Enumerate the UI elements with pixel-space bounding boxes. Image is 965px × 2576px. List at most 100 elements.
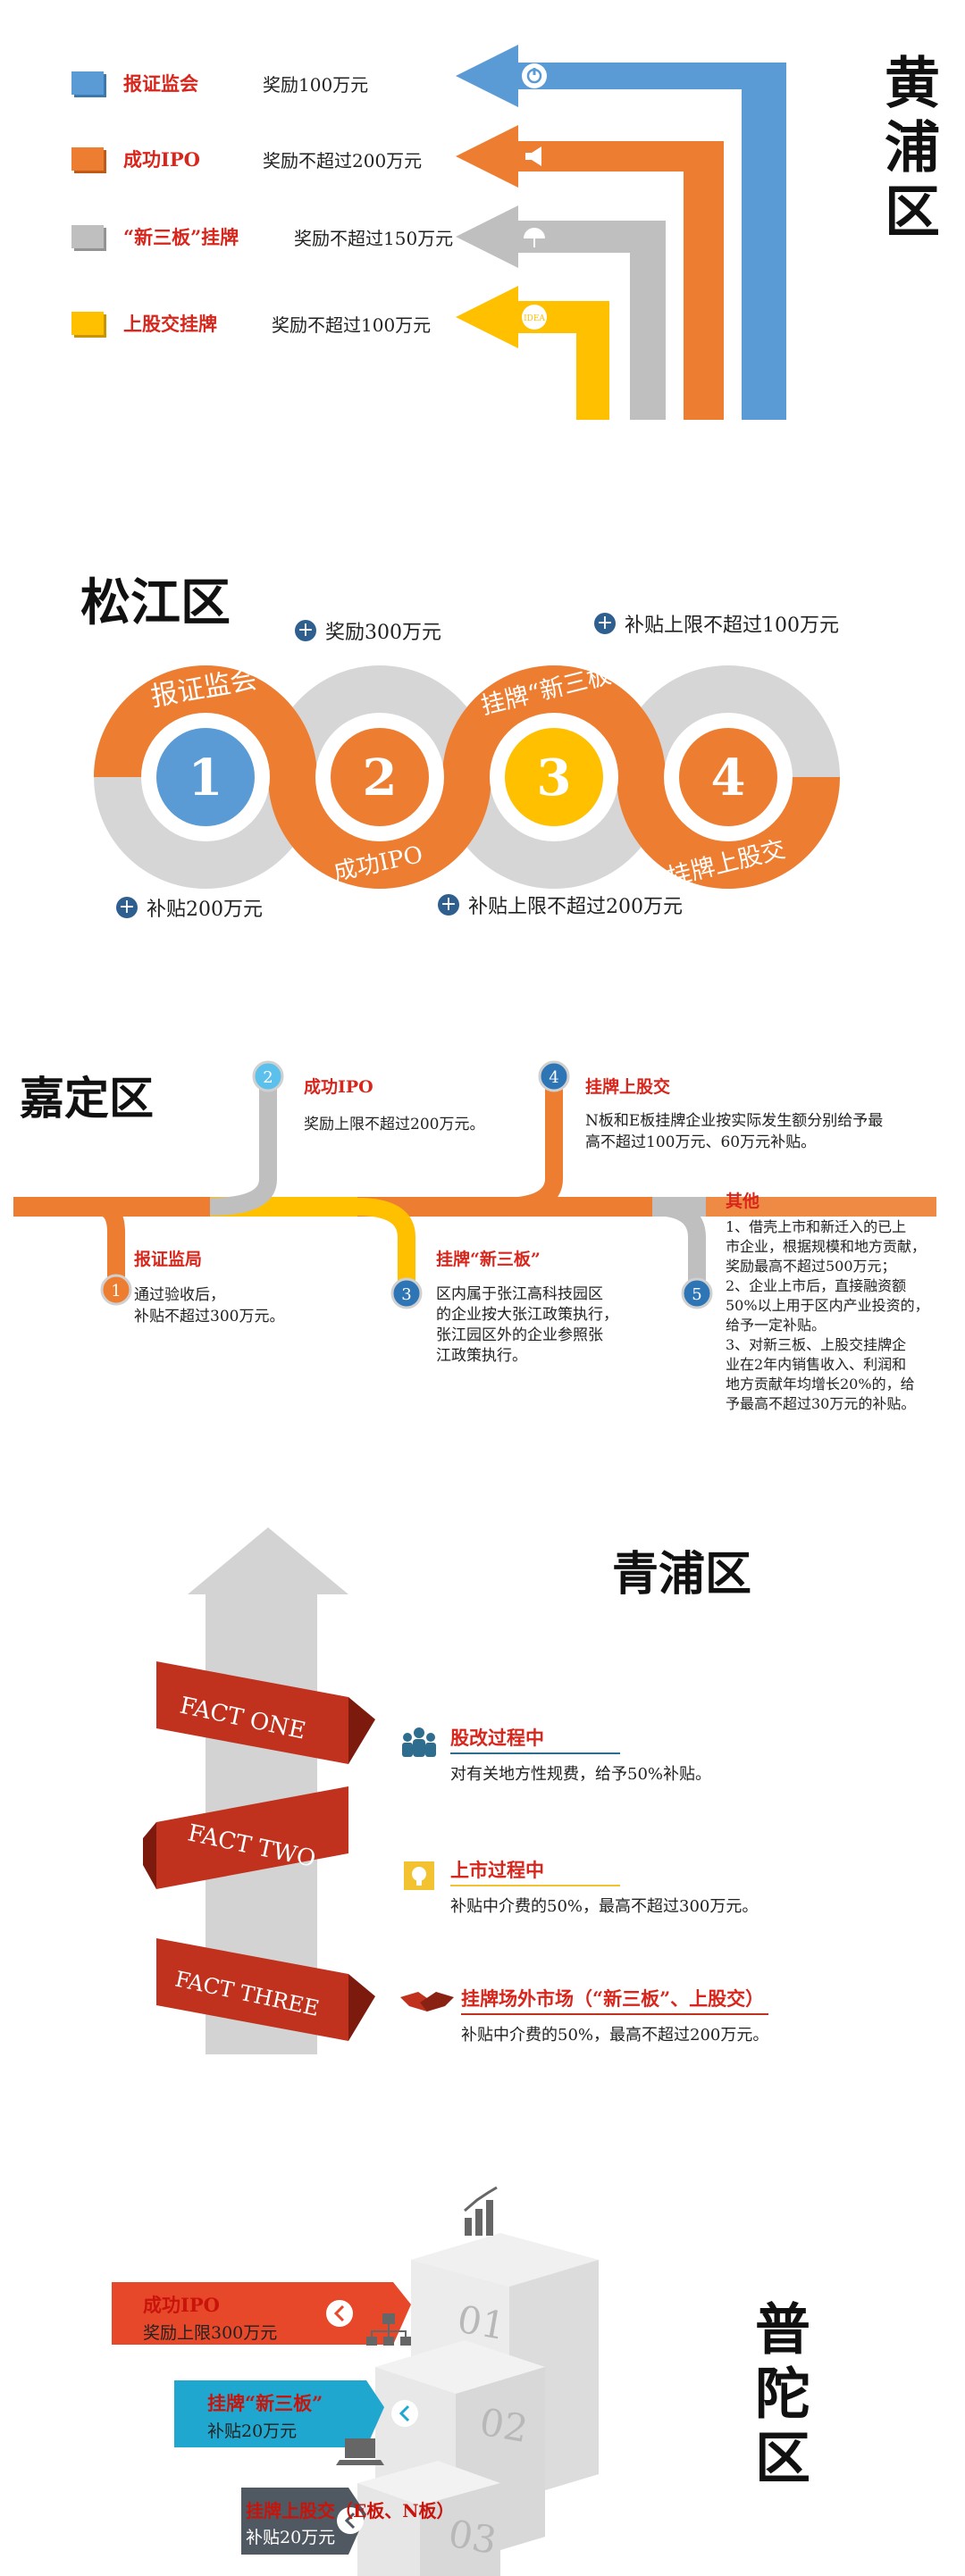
putuo-section: 01 02 03 成功IPO 奖励上限300万元 挂牌“新三板” 补贴20万元 … xyxy=(0,2179,965,2576)
jiading-item-5: 其他 1、借壳上市和新迁入的已上 市企业，根据规模和地方贡献， 奖励最高不超过5… xyxy=(726,1188,960,1414)
huangpu-item-4: 上股交挂牌 奖励不超过100万元 xyxy=(71,310,431,337)
jiading-item-title: 挂牌上股交 xyxy=(585,1077,671,1097)
ribbon-fact-one: FACT ONE xyxy=(156,1661,375,1764)
circle-num-4: 4 xyxy=(711,749,746,807)
putuo-bar-2 xyxy=(174,2380,384,2447)
plus-icon: + xyxy=(438,894,459,916)
qingpu-item-desc: 补贴中介费的50%，最高不超过300万元。 xyxy=(450,1897,759,1916)
chart-icon xyxy=(464,2186,498,2236)
qingpu-section: 青浦区 FACT ONE FACT TWO FACT THREE 股改过程中 xyxy=(0,1510,965,2081)
step-num-3: 03 xyxy=(445,2512,499,2563)
ribbon-fact-two: FACT TWO xyxy=(143,1786,348,1889)
qingpu-item-1: 股改过程中 对有关地方性规费，给予50%补贴。 xyxy=(400,1724,711,1785)
jiading-item-desc-line: 地方贡献年均增长20%的，给 xyxy=(726,1376,915,1393)
huangpu-item-1: 报证监会 奖励100万元 xyxy=(71,70,368,96)
node-num-3: 3 xyxy=(401,1285,411,1304)
qingpu-item-2: 上市过程中 补贴中介费的50%，最高不超过300万元。 xyxy=(400,1856,758,1917)
huangpu-item-3: “新三板”挂牌 奖励不超过150万元 xyxy=(71,223,453,250)
songjiang-note-text: 奖励300万元 xyxy=(325,622,441,644)
putuo-bar-3 xyxy=(241,2488,366,2555)
jiading-item-desc-line: 江政策执行。 xyxy=(436,1347,527,1365)
circle-1 xyxy=(156,728,255,826)
songjiang-title: 松江区 xyxy=(80,574,231,632)
jiading-item-desc-line: 2、企业上市后，直接融资额 xyxy=(726,1277,907,1294)
node-num-4: 4 xyxy=(549,1068,558,1087)
jiading-item-desc-line: 市企业，根据规模和地方贡献， xyxy=(726,1238,927,1255)
putuo-item-3: 挂牌上股交（E板、N板） 补贴20万元 xyxy=(246,2497,455,2548)
huangpu-item-label: 报证监会 xyxy=(123,72,198,95)
songjiang-note-text: 补贴上限不超过100万元 xyxy=(625,615,839,637)
arrow-blue xyxy=(456,45,786,420)
node-4 xyxy=(538,1060,570,1092)
putuo-stairs: 01 02 03 xyxy=(112,2186,599,2576)
ideas-icon: IDEA xyxy=(522,305,547,330)
jiading-item-4: 挂牌上股交 N板和E板挂牌企业按实际发生额分别给予最 高不超过100万元、60万… xyxy=(585,1074,943,1153)
jiading-item-desc-line: 3、对新三板、上股交挂牌企 xyxy=(726,1336,907,1353)
jiading-item-desc-line: 给予一定补贴。 xyxy=(726,1317,827,1334)
putuo-item-title: 挂牌上股交（E板、N板） xyxy=(246,2500,455,2522)
jiading-item-desc-line: 予最高不超过30万元的补贴。 xyxy=(726,1395,916,1412)
putuo-item-desc: 补贴20万元 xyxy=(246,2528,336,2547)
songjiang-note-1: + 补贴200万元 xyxy=(116,893,263,922)
jiading-title: 嘉定区 xyxy=(20,1073,154,1125)
node-num-5: 5 xyxy=(692,1285,701,1304)
circle-num-3: 3 xyxy=(537,749,572,807)
circle-3 xyxy=(505,728,603,826)
jiading-item-2: 成功IPO 奖励上限不超过200万元。 xyxy=(304,1074,536,1135)
songjiang-note-4: + 补贴上限不超过100万元 xyxy=(594,609,839,638)
putuo-item-desc: 奖励上限300万元 xyxy=(143,2323,278,2343)
huangpu-item-reward: 奖励不超过100万元 xyxy=(272,314,432,336)
putuo-item-title: 挂牌“新三板” xyxy=(207,2392,323,2414)
svg-text:IDEA: IDEA xyxy=(524,314,545,323)
legend-square-gray xyxy=(71,225,104,248)
songjiang-note-text: 补贴上限不超过200万元 xyxy=(468,896,683,918)
putuo-item-1: 成功IPO 奖励上限300万元 xyxy=(143,2291,277,2344)
circle-num-2: 2 xyxy=(363,749,398,807)
jiading-item-title: 成功IPO xyxy=(304,1077,373,1097)
qingpu-item-title: 上市过程中 xyxy=(450,1856,620,1886)
huangpu-item-label: “新三板”挂牌 xyxy=(123,226,239,248)
qingpu-item-desc: 对有关地方性规费，给予50%补贴。 xyxy=(450,1765,712,1784)
laptop-icon xyxy=(336,2438,384,2465)
huangpu-item-label: 成功IPO xyxy=(123,148,200,171)
jiading-item-desc-line: 区内属于张江高科技园区 xyxy=(436,1285,603,1303)
jiading-item-desc-line: 补贴不超过300万元。 xyxy=(134,1308,285,1326)
jiading-item-desc-line: 业在2年内销售收入、利润和 xyxy=(726,1356,907,1373)
plus-icon: + xyxy=(594,613,616,634)
jiading-section: 嘉定区 1 2 3 4 5 报证监局 通过验收后， 补贴不超过300万元。 xyxy=(0,1045,965,1474)
jiading-item-desc-line: 的企业按大张江政策执行， xyxy=(436,1306,618,1324)
huangpu-item-2: 成功IPO 奖励不超过200万元 xyxy=(71,146,422,172)
node-num-1: 1 xyxy=(111,1282,121,1301)
jiading-item-desc-line: 奖励上限不超过200万元。 xyxy=(304,1116,485,1133)
jiading-item-desc-line: 50%以上用于区内产业投资的， xyxy=(726,1297,929,1314)
ideas-icon xyxy=(404,1861,434,1890)
handshake-icon xyxy=(400,1992,454,2011)
arrow-orange xyxy=(456,125,724,420)
legend-square-yellow xyxy=(71,312,104,335)
arrow-gray xyxy=(456,205,666,420)
jiading-item-3: 挂牌“新三板” 区内属于张江高科技园区 的企业按大张江政策执行， 张江园区外的企… xyxy=(436,1246,668,1367)
people-icon xyxy=(402,1727,436,1757)
umbrella-icon xyxy=(524,228,545,247)
node-5 xyxy=(681,1277,713,1309)
jiading-item-desc-line: N板和E板挂牌企业按实际发生额分别给予最 xyxy=(585,1112,884,1130)
legend-square-blue xyxy=(71,71,104,95)
circle-2 xyxy=(331,728,429,826)
songjiang-note-3: + 补贴上限不超过200万元 xyxy=(438,891,683,919)
node-3 xyxy=(390,1277,423,1309)
qingpu-title: 青浦区 xyxy=(612,1548,752,1602)
step-num-2: 02 xyxy=(476,2400,531,2452)
huangpu-arrows: IDEA xyxy=(456,45,786,420)
node-1 xyxy=(100,1274,132,1306)
putuo-item-title: 成功IPO xyxy=(143,2294,220,2316)
jiading-item-desc-line: 高不超过100万元、60万元补贴。 xyxy=(585,1133,817,1151)
huangpu-section: IDEA 报证监会 奖励100万元 成功IPO 奖励不超过200万元 “新三板”… xyxy=(0,0,965,464)
jiading-item-1: 报证监局 通过验收后， 补贴不超过300万元。 xyxy=(134,1246,313,1327)
jiading-item-title: 挂牌“新三板” xyxy=(436,1250,541,1269)
jiading-item-desc-line: 通过验收后， xyxy=(134,1286,225,1304)
huangpu-item-reward: 奖励不超过200万元 xyxy=(263,149,423,171)
jiading-item-title: 其他 xyxy=(726,1192,760,1211)
circle-4 xyxy=(679,728,777,826)
network-icon xyxy=(366,2313,411,2346)
jiading-timeline: 1 2 3 4 5 xyxy=(13,1060,936,1309)
